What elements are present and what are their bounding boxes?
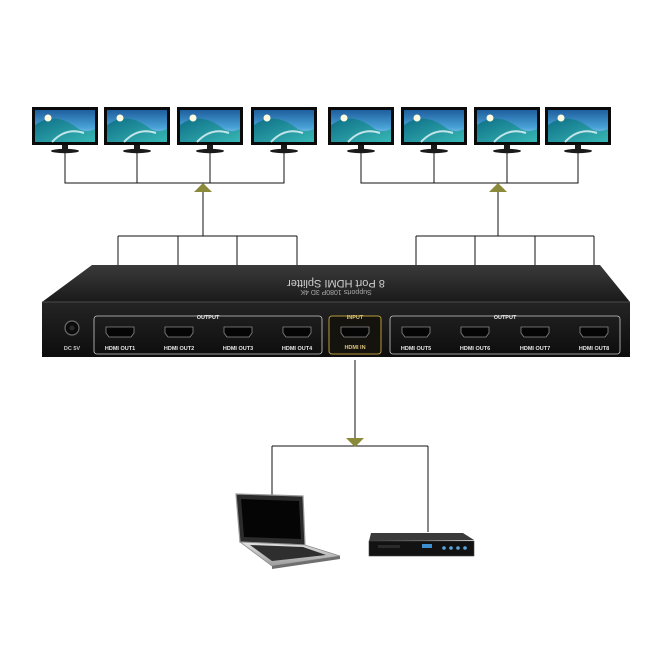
input-port-label: HDMI IN <box>344 345 365 351</box>
dc-label: DC 5V <box>64 346 81 352</box>
hdmi-port-icon <box>223 326 253 338</box>
splitter-title: 8 Port HDMI Splitter <box>287 277 385 289</box>
hdmi-port-icon <box>164 326 194 338</box>
out3-label: HDMI OUT3 <box>223 346 253 352</box>
monitor-icon <box>251 107 317 154</box>
arrow-up-icon <box>489 183 507 192</box>
dvd-player-icon <box>368 533 475 557</box>
arrow-down-icon <box>346 438 364 447</box>
monitor-icon <box>474 107 540 154</box>
monitor-row <box>32 107 611 154</box>
hdmi-port-icon <box>282 326 312 338</box>
hdmi-splitter: 8 Port HDMI Splitter Supports 1080P 3D 4… <box>42 265 630 357</box>
monitor-icon <box>401 107 467 154</box>
out7-label: HDMI OUT7 <box>520 346 550 352</box>
output-group-right <box>389 315 621 355</box>
hdmi-port-icon <box>401 326 431 338</box>
monitor-icon <box>328 107 394 154</box>
laptop-icon <box>235 493 341 569</box>
monitor-icon <box>545 107 611 154</box>
output-right-label: OUTPUT <box>494 315 517 321</box>
out6-label: HDMI OUT6 <box>460 346 490 352</box>
hdmi-port-icon <box>340 326 370 338</box>
hdmi-port-icon <box>105 326 135 338</box>
arrow-up-icon <box>194 183 212 192</box>
monitor-icon <box>32 107 98 154</box>
hdmi-port-icon <box>520 326 550 338</box>
hdmi-port-icon <box>579 326 609 338</box>
hdmi-port-icon <box>460 326 490 338</box>
out2-label: HDMI OUT2 <box>164 346 194 352</box>
output-group-left <box>93 315 323 355</box>
output-left-label: OUTPUT <box>197 315 220 321</box>
out5-label: HDMI OUT5 <box>401 346 431 352</box>
monitor-icon <box>177 107 243 154</box>
out8-label: HDMI OUT8 <box>579 346 609 352</box>
input-label: INPUT <box>347 315 364 321</box>
out4-label: HDMI OUT4 <box>282 346 313 352</box>
monitor-icon <box>104 107 170 154</box>
out1-label: HDMI OUT1 <box>105 346 135 352</box>
splitter-subtitle: Supports 1080P 3D 4K <box>300 288 372 295</box>
